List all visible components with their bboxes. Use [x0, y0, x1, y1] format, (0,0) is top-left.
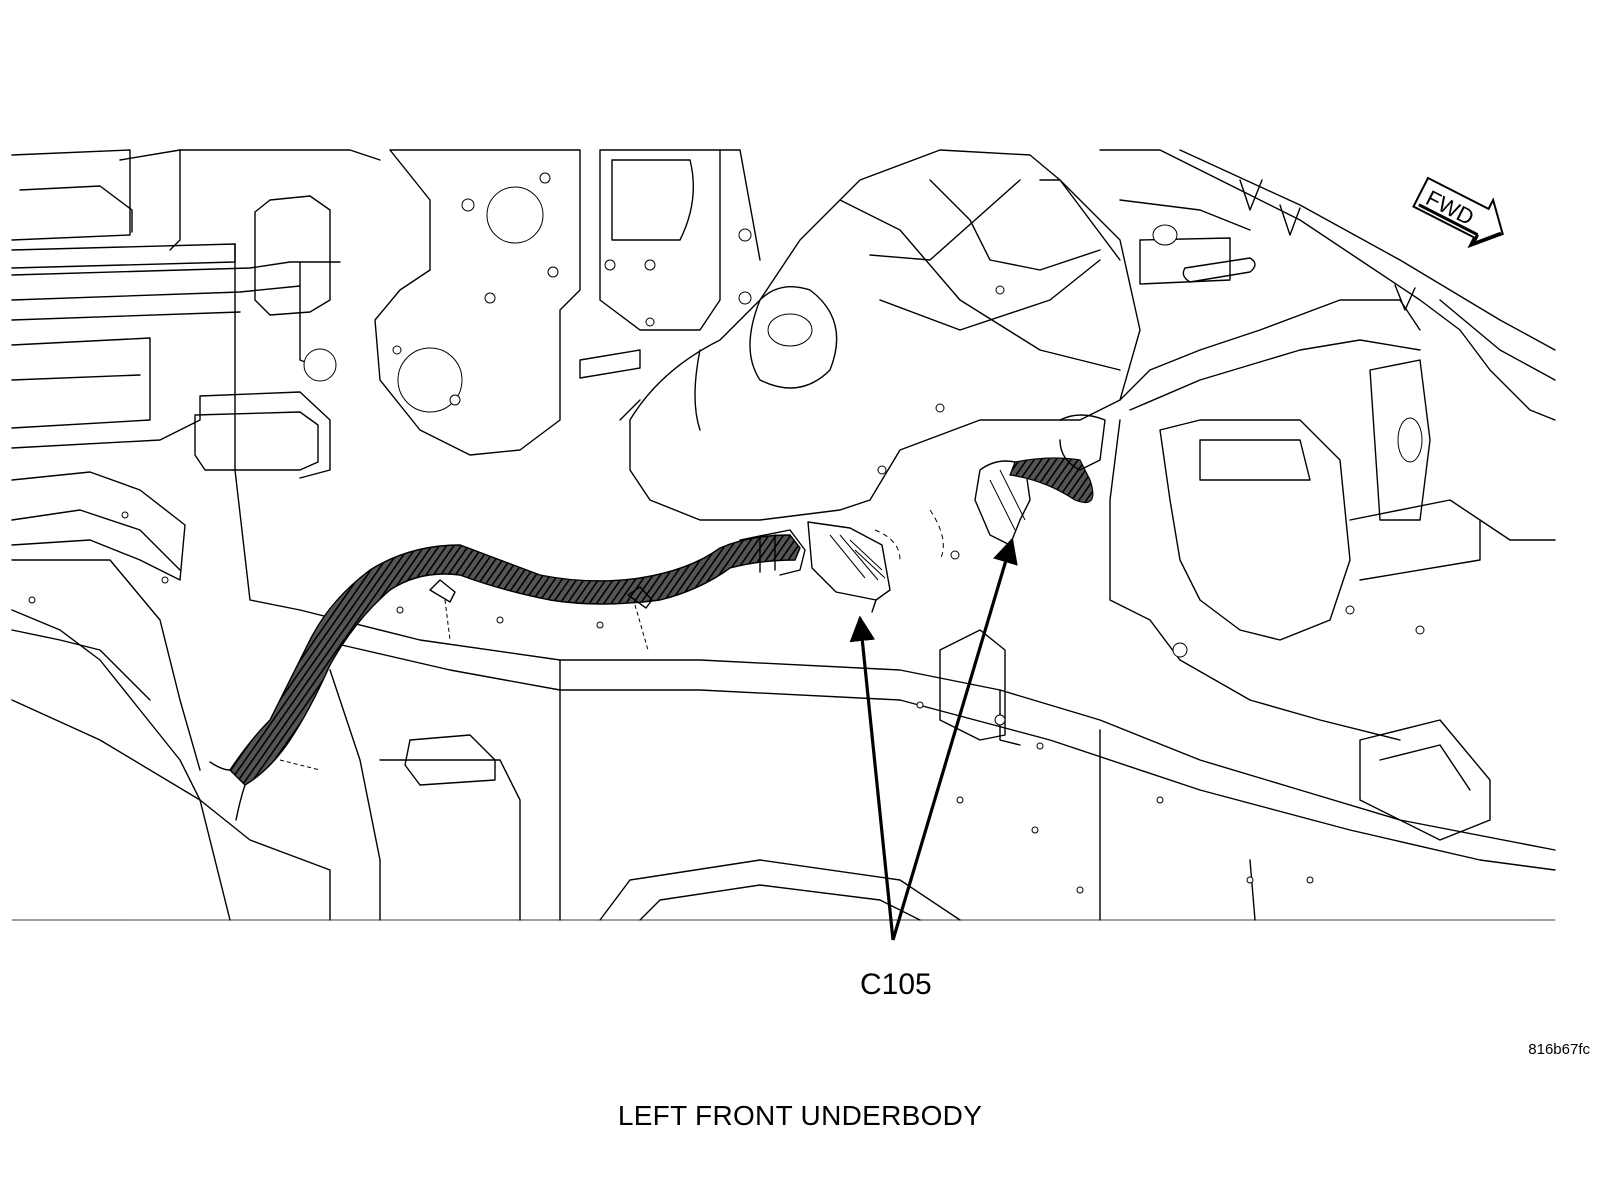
- connector-c105-harness-side: [808, 522, 890, 612]
- connector-c105-mating-side: [875, 415, 1105, 560]
- image-reference-code: 816b67fc: [1528, 1041, 1590, 1058]
- center-tunnel-bracket: [620, 150, 1140, 559]
- connector-callout-label: C105: [860, 968, 932, 1001]
- left-frame-rails: [12, 150, 380, 920]
- right-wheelhouse: [1100, 150, 1555, 840]
- lower-floor-crossmember: [12, 512, 1555, 920]
- callout-leader-lines: [849, 537, 1018, 940]
- bulkhead-panel: [375, 150, 760, 455]
- forward-direction-arrow: FWD: [1409, 169, 1515, 257]
- wiring-harness: [210, 530, 805, 820]
- diagram-caption: LEFT FRONT UNDERBODY: [617, 1100, 983, 1131]
